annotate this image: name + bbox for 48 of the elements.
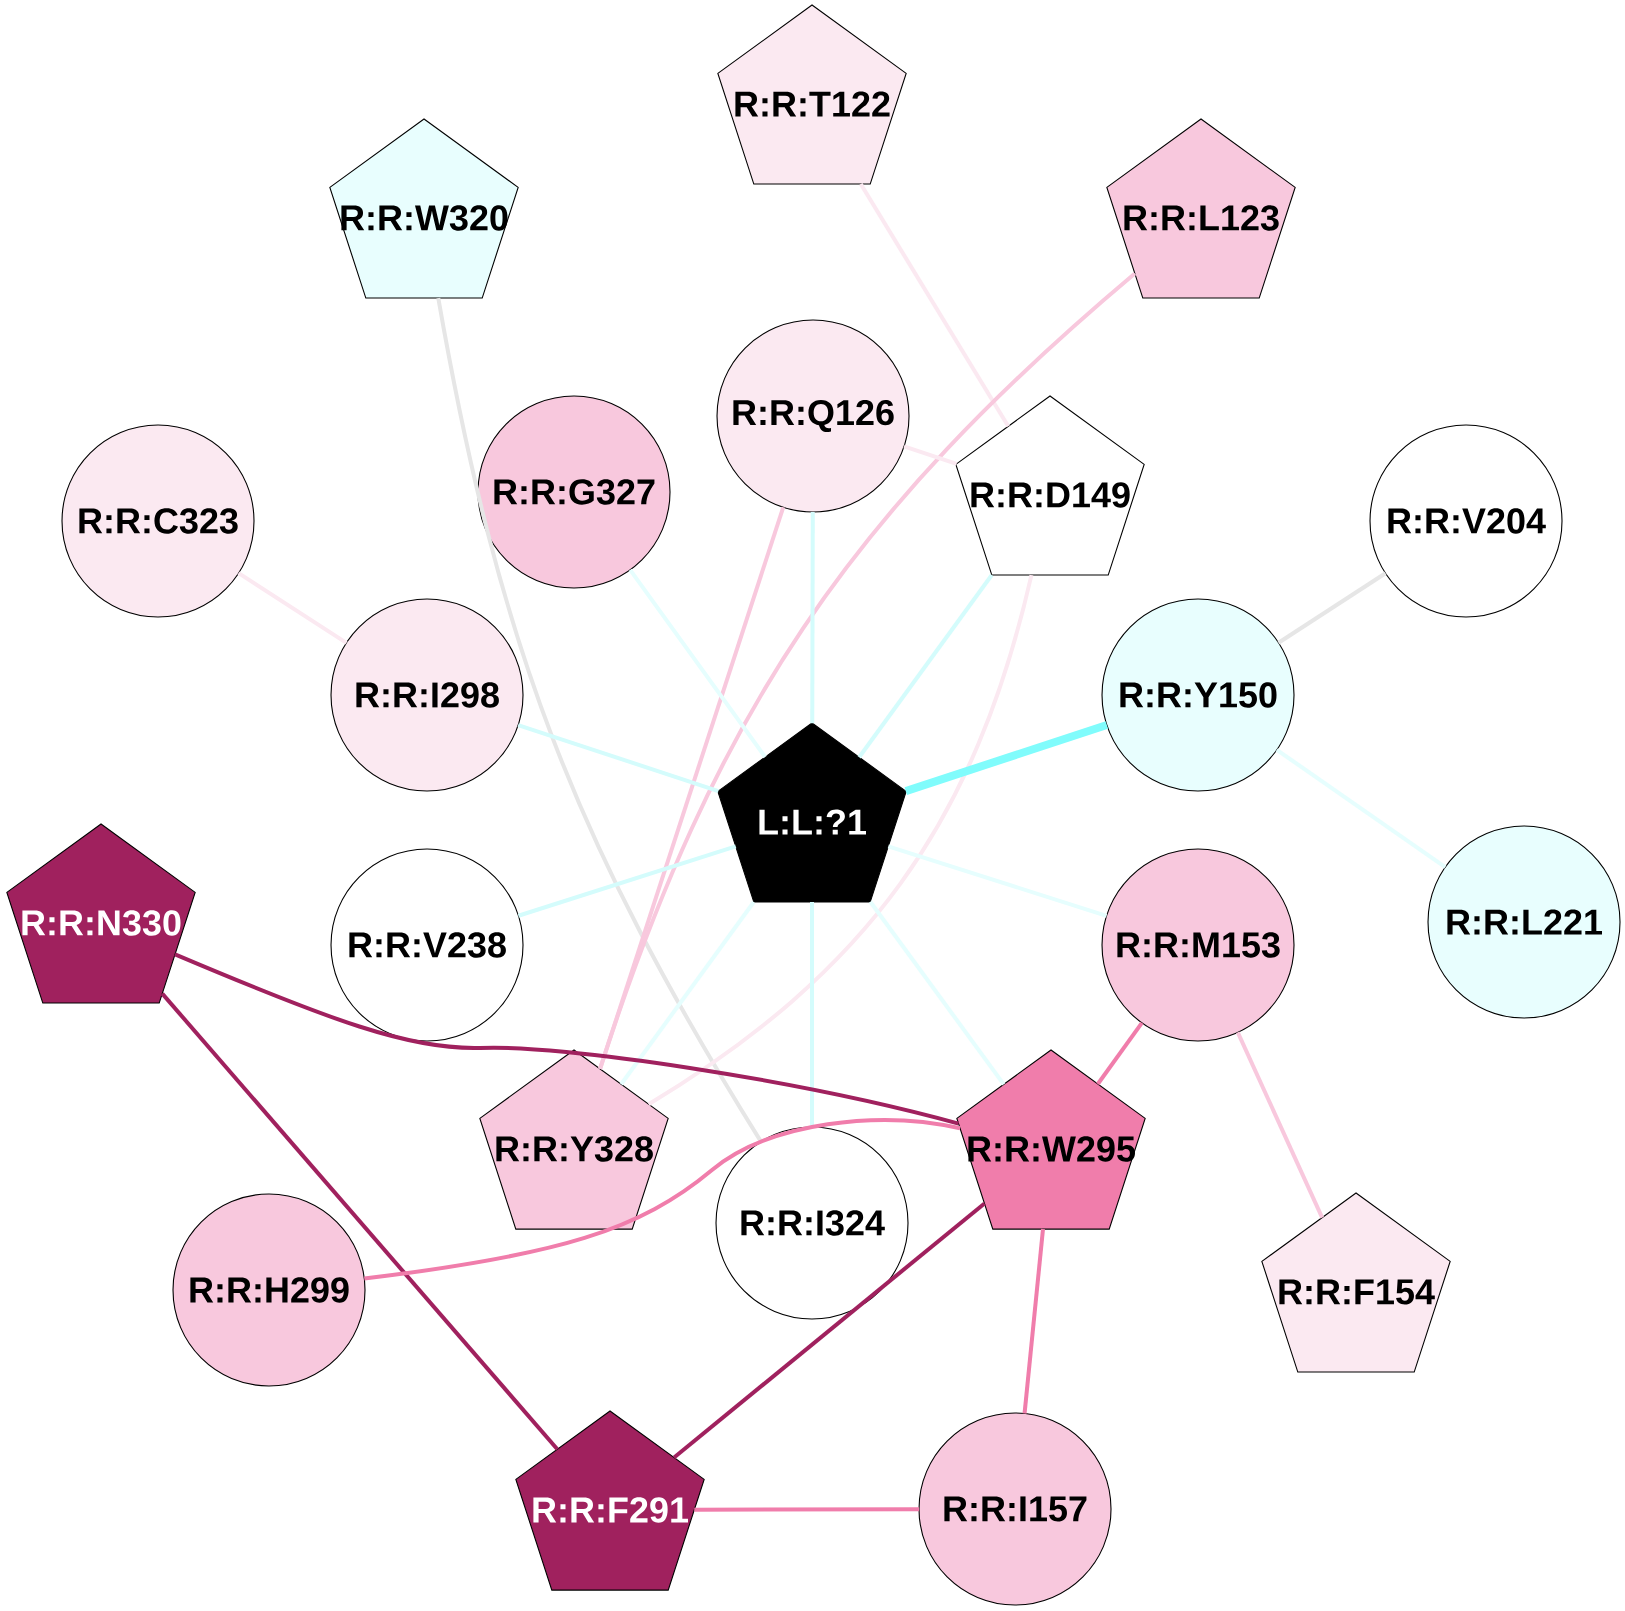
connector-line <box>174 952 960 1126</box>
connector-line <box>436 297 763 1143</box>
connector-line <box>364 1118 961 1281</box>
connector-line <box>887 844 1108 918</box>
connector-line <box>619 900 756 1086</box>
pentagon-node: R:R:W320 <box>329 118 519 299</box>
connector-line <box>1235 1031 1324 1219</box>
circle-node: R:R:G327 <box>477 395 671 589</box>
connector-line <box>598 506 786 1070</box>
circle-node: R:R:I157 <box>918 1412 1112 1606</box>
connector-line <box>859 183 1010 428</box>
circle-node: R:R:H299 <box>172 1193 366 1387</box>
circle-node: R:R:I298 <box>330 598 524 792</box>
connector-line <box>903 444 958 466</box>
circle-node: R:R:Y150 <box>1101 598 1295 792</box>
connector-line <box>694 1507 919 1512</box>
connector-line <box>1275 748 1447 869</box>
connector-line <box>1022 1228 1045 1414</box>
circle-node: R:R:I324 <box>715 1126 909 1320</box>
pentagon-node: R:R:Y328 <box>479 1049 669 1230</box>
connector-line <box>868 900 1006 1086</box>
connector-line <box>237 571 348 645</box>
pentagon-node: R:R:D149 <box>955 395 1145 576</box>
pentagon-node: L:L:?1 <box>717 722 907 903</box>
connector-line <box>628 568 767 759</box>
connector-line <box>810 512 815 724</box>
pentagon-node: R:R:F291 <box>515 1410 705 1591</box>
circle-node: R:R:C323 <box>61 424 255 618</box>
connector-line <box>857 573 994 759</box>
connector-line <box>1277 571 1387 645</box>
pentagon-node: R:R:L123 <box>1106 118 1296 299</box>
connector-line <box>1096 1021 1144 1086</box>
connector-line <box>810 902 814 1127</box>
connector-line <box>904 721 1109 795</box>
pentagon-node: R:R:T122 <box>717 4 907 185</box>
circle-node: R:R:V204 <box>1369 424 1563 618</box>
connector-line <box>672 1201 986 1460</box>
connector-line <box>647 574 1034 1106</box>
pentagon-node: R:R:N330 <box>6 823 196 1004</box>
connector-line <box>160 992 559 1451</box>
pentagon-node: R:R:F154 <box>1261 1192 1451 1373</box>
circle-node: R:R:L221 <box>1427 825 1621 1019</box>
circle-node: R:R:V238 <box>330 848 524 1042</box>
connector-line <box>517 723 719 793</box>
circle-node: R:R:M153 <box>1101 848 1295 1042</box>
connector-line <box>517 844 737 918</box>
circle-node: R:R:Q126 <box>716 319 910 513</box>
pentagon-node: R:R:W295 <box>956 1049 1146 1230</box>
